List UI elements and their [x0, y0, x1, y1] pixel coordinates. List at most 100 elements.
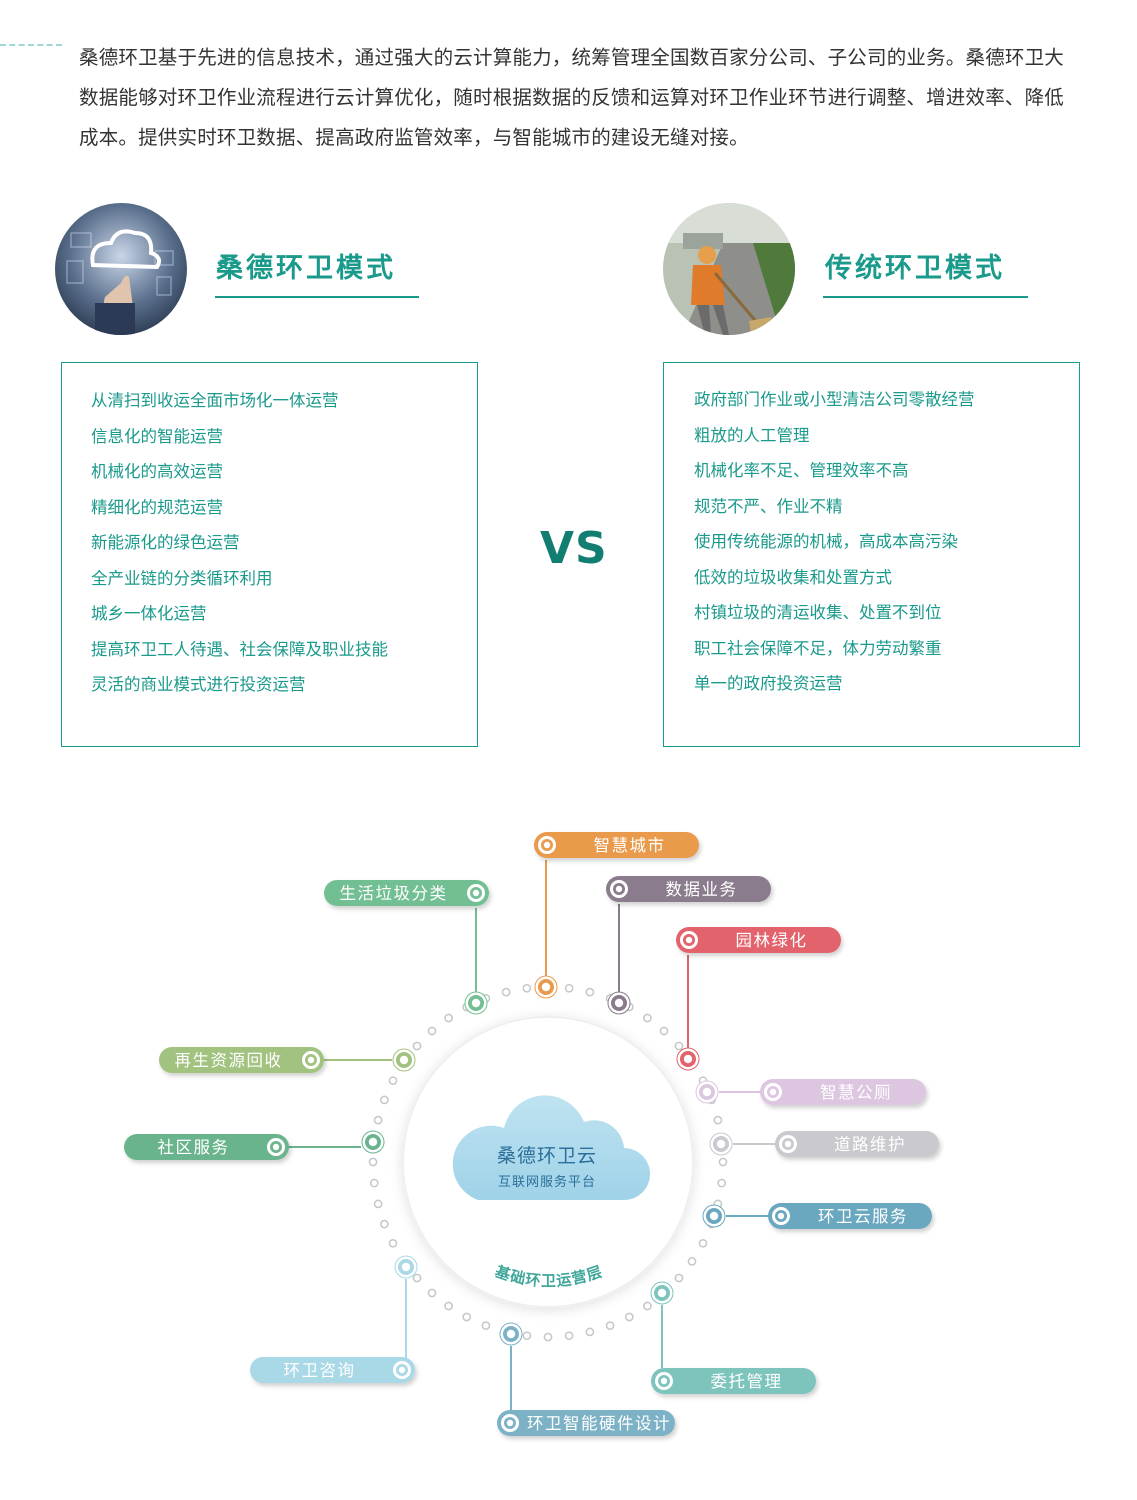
ring-dot: [501, 987, 511, 997]
ring-node-icon: [361, 1130, 385, 1154]
ring-dot: [427, 1288, 437, 1298]
list-item: 新能源化的绿色运营: [91, 533, 240, 552]
service-tag: 再生资源回收: [159, 1047, 416, 1073]
street-sweeper-photo: [663, 203, 795, 335]
service-tag-pill: [250, 1357, 415, 1383]
sande-title-underline: [215, 296, 419, 298]
service-tag: 智慧公厕: [695, 1079, 926, 1105]
list-item: 城乡一体化运营: [91, 604, 207, 623]
list-item: 精细化的规范运营: [91, 497, 223, 517]
ring-dot: [643, 1013, 652, 1023]
ring-dot: [462, 1312, 472, 1322]
ring-node-icon: [534, 975, 558, 999]
target-icon: [610, 880, 628, 898]
vs-label: VS: [540, 523, 608, 574]
service-tag-pill: [768, 1203, 932, 1229]
list-item: 职工社会保障不足，体力劳动繁重: [694, 638, 942, 658]
service-tag-label: 智慧城市: [594, 836, 666, 855]
ring-dot: [674, 1041, 684, 1051]
ring-node-icon: [650, 1281, 674, 1305]
intro-line-1: 桑德环卫基于先进的信息技术，通过强大的云计算能力，统筹管理全国数百家分公司、子公…: [79, 46, 1065, 69]
ring-dot: [481, 1321, 491, 1330]
service-tag-pill: [775, 1131, 939, 1157]
ring-dot: [718, 1157, 728, 1167]
list-item: 机械化的高效运营: [91, 462, 223, 481]
target-icon: [538, 836, 556, 854]
cloud-subtitle: 互联网服务平台: [498, 1174, 596, 1190]
ring-dot: [380, 1219, 389, 1229]
ring-dot: [717, 1178, 727, 1188]
ring-node-icon: [709, 1132, 733, 1156]
ring-dot: [687, 1257, 697, 1266]
ring-dot: [713, 1115, 723, 1125]
service-tag-pill: [606, 876, 771, 902]
ring-dot: [522, 983, 532, 993]
target-icon: [772, 1207, 790, 1225]
ring-dot: [368, 1157, 378, 1167]
list-item: 单一的政府投资运营: [694, 674, 843, 693]
target-icon: [302, 1051, 320, 1069]
list-item: 低效的垃圾收集和处置方式: [694, 567, 892, 587]
ring-dot: [624, 1312, 634, 1322]
traditional-mode-title: 传统环卫模式: [825, 253, 1005, 284]
ring-dot: [380, 1095, 389, 1105]
ring-dot: [659, 1026, 669, 1036]
service-tag: 社区服务: [124, 1130, 385, 1160]
ring-dot: [412, 1273, 422, 1283]
ring-dot: [388, 1238, 398, 1248]
intro-line-2: 数据能够对环卫作业流程进行云计算优化，随时根据数据的反馈和运算对环卫作业环节进行…: [79, 86, 1065, 109]
service-tag-label: 环卫咨询: [284, 1361, 356, 1380]
service-tag-label: 环卫智能硬件设计: [527, 1414, 671, 1433]
service-tag-label: 道路维护: [834, 1135, 906, 1154]
ring-node-icon: [676, 1047, 700, 1071]
ring-dot: [564, 983, 574, 993]
target-icon: [680, 931, 698, 949]
service-tag-label: 数据业务: [666, 880, 738, 899]
dotted-ring: [368, 982, 728, 1342]
service-tag: 环卫咨询: [250, 1255, 418, 1383]
service-tag: 数据业务: [606, 876, 771, 1015]
ring-dot: [412, 1041, 422, 1051]
target-icon: [501, 1414, 519, 1432]
target-icon: [267, 1138, 285, 1156]
service-tag-pill: [760, 1079, 926, 1105]
service-tag-label: 再生资源回收: [175, 1051, 283, 1070]
ring-node-icon: [499, 1322, 523, 1346]
cloud-title: 桑德环卫云: [497, 1145, 597, 1167]
ring-dot: [585, 1327, 595, 1337]
target-icon: [393, 1361, 411, 1379]
intro-line-3: 成本。提供实时环卫数据、提高政府监管效率，与智能城市的建设无缝对接。: [79, 126, 749, 149]
list-item: 规范不严、作业不精: [694, 496, 843, 516]
ring-dot: [444, 1301, 453, 1311]
ring-dot: [388, 1076, 398, 1086]
ring-dot: [427, 1026, 437, 1036]
list-item: 村镇垃圾的清运收集、处置不到位: [694, 603, 942, 622]
ring-dot: [522, 1331, 532, 1341]
ring-dot: [543, 1332, 553, 1342]
list-item: 信息化的智能运营: [91, 426, 223, 446]
service-tag-pill: [534, 832, 699, 858]
traditional-mode-box: 政府部门作业或小型清洁公司零散经营 粗放的人工管理 机械化率不足、管理效率不高 …: [663, 362, 1080, 747]
ring-node-icon: [695, 1080, 719, 1104]
service-tag-label: 委托管理: [711, 1372, 783, 1391]
service-tag-label: 环卫云服务: [818, 1207, 908, 1226]
service-tag: 园林绿化: [676, 927, 841, 1071]
target-icon: [655, 1372, 673, 1390]
list-item: 粗放的人工管理: [694, 425, 810, 445]
service-tag-label: 智慧公厕: [820, 1083, 892, 1102]
ring-dot: [369, 1178, 379, 1188]
service-tag: 智慧城市: [534, 832, 699, 999]
sande-features-list: 从清扫到收运全面市场化一体运营 信息化的智能运营 机械化的高效运营 精细化的规范…: [62, 363, 477, 703]
list-item: 从清扫到收运全面市场化一体运营: [91, 391, 339, 410]
service-tag-label: 园林绿化: [736, 931, 808, 950]
ring-dot: [698, 1238, 708, 1248]
target-icon: [779, 1135, 797, 1153]
ring-dot: [605, 1321, 615, 1330]
service-tag: 环卫智能硬件设计: [497, 1322, 675, 1436]
ring-node-icon: [464, 991, 488, 1015]
ring-dot: [564, 1331, 574, 1341]
list-item: 提高环卫工人待遇、社会保障及职业技能: [91, 639, 388, 659]
list-item: 全产业链的分类循环利用: [91, 568, 273, 588]
